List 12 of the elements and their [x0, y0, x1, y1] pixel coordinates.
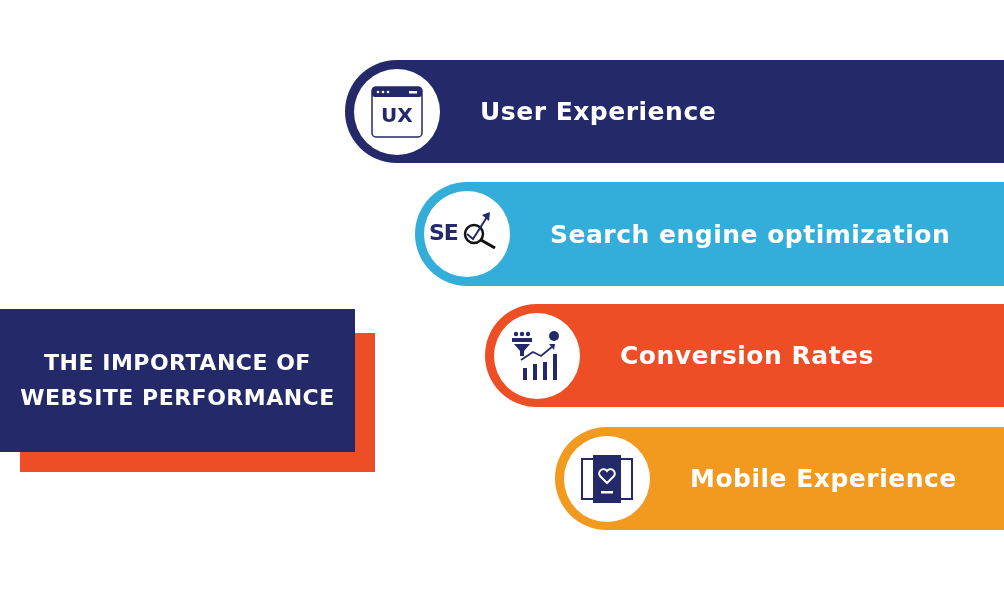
icon-text: UX: [381, 103, 413, 127]
topic-pill: [345, 60, 1004, 163]
topic-pill: [415, 182, 1004, 286]
icon-text: SE: [429, 221, 458, 245]
topic-pill: [555, 427, 1004, 530]
topic-label: Search engine optimization: [550, 219, 951, 249]
topic-label: User Experience: [480, 97, 717, 126]
topic-label: Conversion Rates: [620, 341, 874, 370]
title-box: [0, 309, 355, 452]
topic-label: Mobile Experience: [690, 464, 957, 493]
topic-pill: [485, 304, 1004, 407]
title-text: THE IMPORTANCE OF WEBSITE PERFORMANCE: [19, 349, 336, 412]
